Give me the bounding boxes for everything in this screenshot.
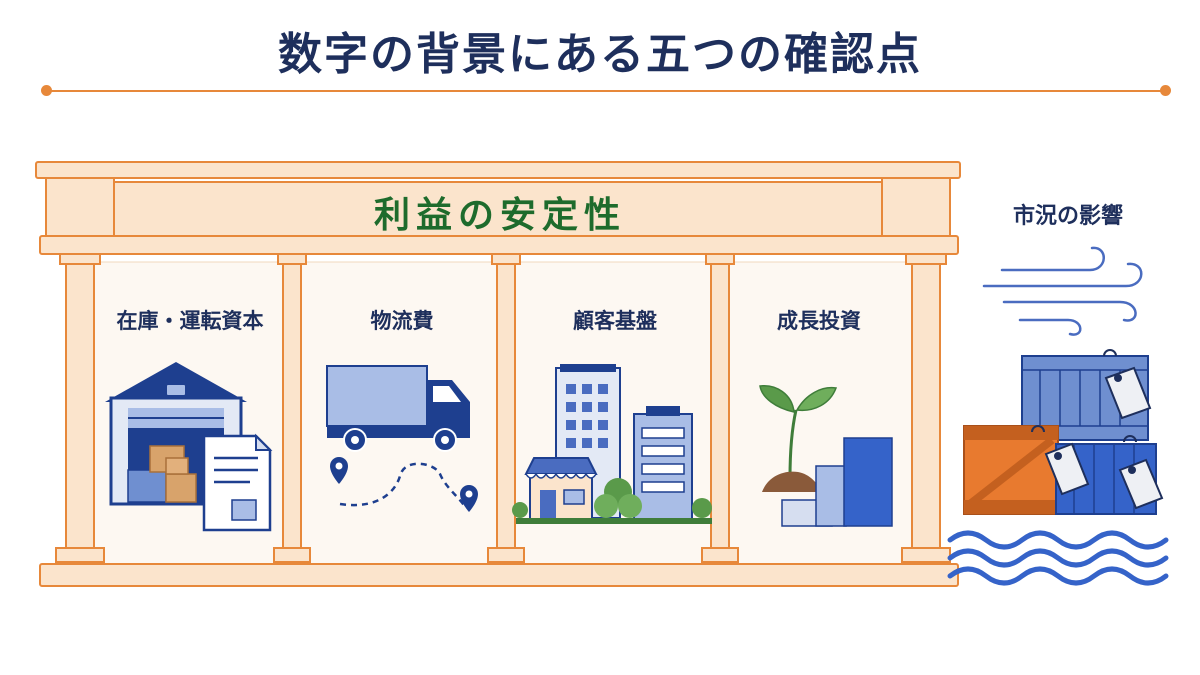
warehouse-icon [105, 362, 273, 532]
title-rule-dot-right [1160, 85, 1171, 96]
roof-beam [35, 161, 961, 255]
pillar-label-logistics: 物流費 [370, 309, 434, 333]
title-rule-dot-left [41, 85, 52, 96]
sprout-chart-icon [759, 385, 893, 527]
pillar-label-customers: 顧客基盤 [573, 309, 657, 333]
pillar-label-inventory: 在庫・運転資本 [116, 309, 264, 333]
side-label-market: 市況の影響 [1012, 204, 1123, 229]
base-step [39, 563, 959, 587]
page-title: 数字の背景にある五つの確認点 [278, 29, 922, 80]
truck-icon [326, 365, 478, 512]
columns [55, 253, 951, 563]
beam-label: 利益の安定性 [373, 195, 626, 236]
title-rule [46, 90, 1168, 92]
city-icon [512, 364, 712, 524]
pillar-label-growth: 成長投資 [777, 309, 861, 333]
crates-waves-icon [947, 246, 1169, 586]
